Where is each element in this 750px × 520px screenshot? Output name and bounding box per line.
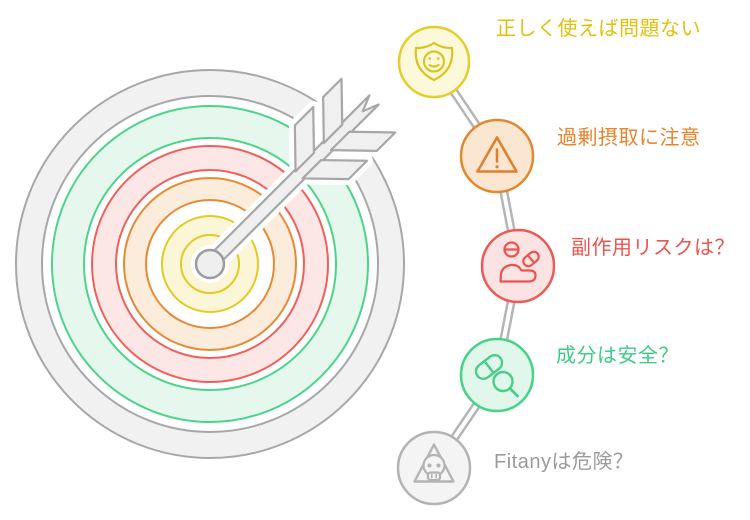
step-node-danger <box>396 430 472 506</box>
shield-smile-icon <box>414 41 454 82</box>
pill-magnifier-icon <box>474 353 519 398</box>
step-label-danger: Fitanyは危険？ <box>494 451 634 473</box>
skull-triangle-icon <box>413 443 455 483</box>
step-node-caution <box>459 118 535 194</box>
step-connectors <box>430 59 523 471</box>
warning-triangle-icon <box>476 136 518 173</box>
hand-pills-icon <box>499 241 540 283</box>
step-label-caution: 過剰摂取に注意 <box>557 127 701 149</box>
step-label-side-effects: 副作用リスクは？ <box>571 237 735 259</box>
step-node-ingredients <box>459 337 535 413</box>
step-label-ok: 正しく使えば問題ない <box>496 18 701 40</box>
step-node-ok <box>397 25 471 99</box>
step-label-ingredients: 成分は安全？ <box>556 345 679 367</box>
step-node-side-effects <box>480 228 556 304</box>
arrow-pin <box>194 248 226 280</box>
arrow-icon <box>191 72 402 283</box>
